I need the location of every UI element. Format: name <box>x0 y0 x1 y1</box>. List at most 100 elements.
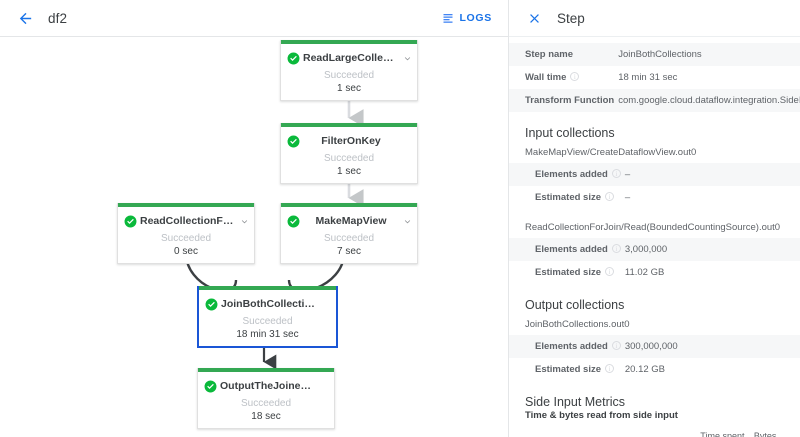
node-header: ReadLargeCollectionFr... <box>281 48 417 68</box>
node-label: ReadLargeCollectionFr... <box>303 52 402 64</box>
node-time-text: 1 sec <box>337 166 361 177</box>
node-time-text: 0 sec <box>174 246 198 257</box>
info-icon[interactable]: i <box>605 192 614 201</box>
chevron-down-icon <box>404 56 411 60</box>
table-row: Estimated size i – <box>509 186 800 209</box>
node-status-bar <box>281 40 417 44</box>
table-row: Transform Function com.google.cloud.data… <box>509 89 800 112</box>
check-circle-icon <box>287 215 300 227</box>
job-graph-pane: df2 LOGS <box>0 0 508 437</box>
row-value: 20.12 GB <box>624 364 665 375</box>
column-header-bytes-read: Bytes read <box>753 426 800 437</box>
graph-node-join-both-collections[interactable]: JoinBothCollections Succeeded 18 min 31 … <box>197 286 338 348</box>
node-status-text: Succeeded <box>323 233 375 244</box>
row-value: com.google.cloud.dataflow.integration.Si… <box>618 95 800 106</box>
top-bar: df2 LOGS <box>0 0 508 37</box>
back-arrow-icon[interactable] <box>8 1 42 35</box>
check-circle-icon <box>287 52 300 64</box>
check-circle-icon <box>124 215 137 227</box>
info-icon[interactable]: i <box>605 364 614 373</box>
collection-name: MakeMapView/CreateDataflowView.out0 <box>525 147 697 158</box>
row-value: – <box>624 192 631 203</box>
node-header: FilterOnKey <box>281 131 417 151</box>
table-row: Estimated size i 20.12 GB <box>509 358 800 381</box>
node-header: ReadCollectionForJoin <box>118 211 254 231</box>
node-status-text: Succeeded <box>242 316 293 327</box>
node-status-bar <box>199 286 336 290</box>
node-time-text: 18 sec <box>251 411 281 422</box>
node-status-text: Succeeded <box>323 153 375 164</box>
node-status-text: Succeeded <box>160 233 212 244</box>
side-input-metrics-subtitle: Time & bytes read from side input <box>525 410 678 421</box>
logs-label: LOGS <box>459 12 492 24</box>
row-value: JoinBothCollections <box>618 49 702 60</box>
info-icon[interactable]: i <box>611 341 621 350</box>
node-label: OutputTheJoinedCollec... <box>220 380 319 392</box>
node-status-text: Succeeded <box>240 398 292 409</box>
node-label: FilterOnKey <box>321 135 381 147</box>
node-time-text: 1 sec <box>337 83 361 94</box>
node-header: OutputTheJoinedCollec... <box>198 376 334 396</box>
chevron-down-icon <box>241 219 248 223</box>
row-key-label: Wall time <box>525 72 567 83</box>
graph-node-read-collection-for-join[interactable]: ReadCollectionForJoin Succeeded 0 sec <box>117 203 255 264</box>
row-key: Estimated size i <box>509 186 625 209</box>
node-status-bar <box>281 123 417 127</box>
info-icon[interactable]: i <box>605 267 614 276</box>
step-details-panel: Step Step name JoinBothCollections Wall … <box>508 0 800 437</box>
column-header-side-input-collection: Side input collection <box>509 426 701 437</box>
graph-node-make-map-view[interactable]: MakeMapView Succeeded 7 sec <box>280 203 418 264</box>
chevron-down-icon <box>404 219 411 223</box>
step-panel-title: Step <box>557 10 585 26</box>
graph-node-filter-on-key[interactable]: FilterOnKey Succeeded 1 sec <box>280 123 418 184</box>
check-circle-icon <box>204 380 217 392</box>
row-key-label: Elements added <box>535 169 608 180</box>
output-collections-title: Output collections <box>525 298 625 312</box>
job-graph-canvas[interactable]: ReadLargeCollectionFr... Succeeded 1 sec… <box>0 37 508 437</box>
row-value: – <box>624 169 631 180</box>
logs-button[interactable]: LOGS <box>442 12 492 24</box>
info-icon[interactable]: i <box>570 72 580 81</box>
row-value: 18 min 31 sec <box>618 72 678 83</box>
check-circle-icon <box>205 298 218 310</box>
input-collections-title: Input collections <box>525 126 615 140</box>
graph-node-output-the-joined-collection[interactable]: OutputTheJoinedCollec... Succeeded 18 se… <box>197 368 335 429</box>
close-icon[interactable] <box>519 3 549 33</box>
collection-name: ReadCollectionForJoin/Read(BoundedCounti… <box>525 222 781 233</box>
row-key-label: Estimated size <box>535 192 601 203</box>
check-circle-icon <box>287 135 300 147</box>
column-header-time-spent-reading: Time spent reading <box>700 426 754 437</box>
node-status-text: Succeeded <box>323 70 375 81</box>
graph-node-read-large-collection[interactable]: ReadLargeCollectionFr... Succeeded 1 sec <box>280 40 418 101</box>
node-status-bar <box>198 368 334 372</box>
info-icon[interactable]: i <box>611 244 621 253</box>
row-key: Step name <box>525 49 574 60</box>
info-icon[interactable]: i <box>611 169 621 178</box>
node-status-bar <box>118 203 254 207</box>
node-header: JoinBothCollections <box>199 294 336 314</box>
row-value: 300,000,000 <box>624 341 678 352</box>
node-status-bar <box>281 203 417 207</box>
step-panel-header: Step <box>509 0 800 37</box>
row-key-label: Estimated size <box>535 364 601 375</box>
row-key-label: Elements added <box>535 341 608 352</box>
row-value: 11.02 GB <box>624 267 665 278</box>
collection-name: JoinBothCollections.out0 <box>525 319 630 330</box>
side-input-metrics-table: Side input collection Time spent reading… <box>509 426 800 437</box>
job-name: df2 <box>48 10 68 26</box>
node-label: JoinBothCollections <box>221 298 321 310</box>
table-row: Step name JoinBothCollections <box>509 43 800 66</box>
row-key-label: Elements added <box>535 244 608 255</box>
